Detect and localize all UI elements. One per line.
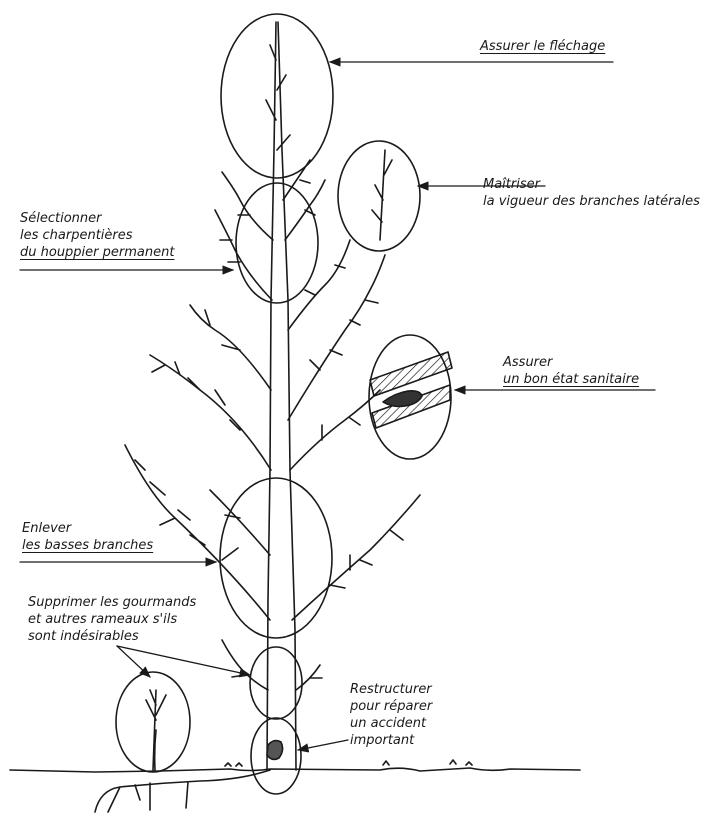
circle-low-branches bbox=[220, 478, 332, 638]
label-vigueur: Maîtriser la vigueur des branches latéra… bbox=[483, 176, 700, 210]
arrows bbox=[20, 62, 655, 750]
ground-grass bbox=[225, 760, 472, 766]
accident-wound bbox=[267, 741, 283, 760]
circle-leader bbox=[221, 14, 333, 178]
label-sanitaire: Assurer un bon état sanitaire bbox=[503, 354, 639, 388]
root-sapling-stem bbox=[155, 730, 156, 770]
label-gourmands: Supprimer les gourmands et autres rameau… bbox=[28, 594, 196, 645]
circle-lateral bbox=[338, 141, 420, 251]
leader-twigs bbox=[266, 45, 290, 150]
label-accident: Restructurer pour réparer un accident im… bbox=[350, 681, 432, 749]
ground-line bbox=[10, 768, 580, 772]
circle-scaffold bbox=[236, 183, 318, 303]
roots bbox=[95, 770, 270, 812]
sanitary-inset bbox=[370, 352, 452, 428]
label-charpentieres: Sélectionner les charpentières du houppi… bbox=[20, 210, 174, 261]
lateral-shoot bbox=[372, 150, 392, 240]
right-branches bbox=[283, 160, 420, 690]
trunk bbox=[267, 22, 296, 770]
label-fleche: Assurer le fléchage bbox=[480, 38, 605, 55]
label-basses-branches: Enlever les basses branches bbox=[22, 520, 153, 554]
